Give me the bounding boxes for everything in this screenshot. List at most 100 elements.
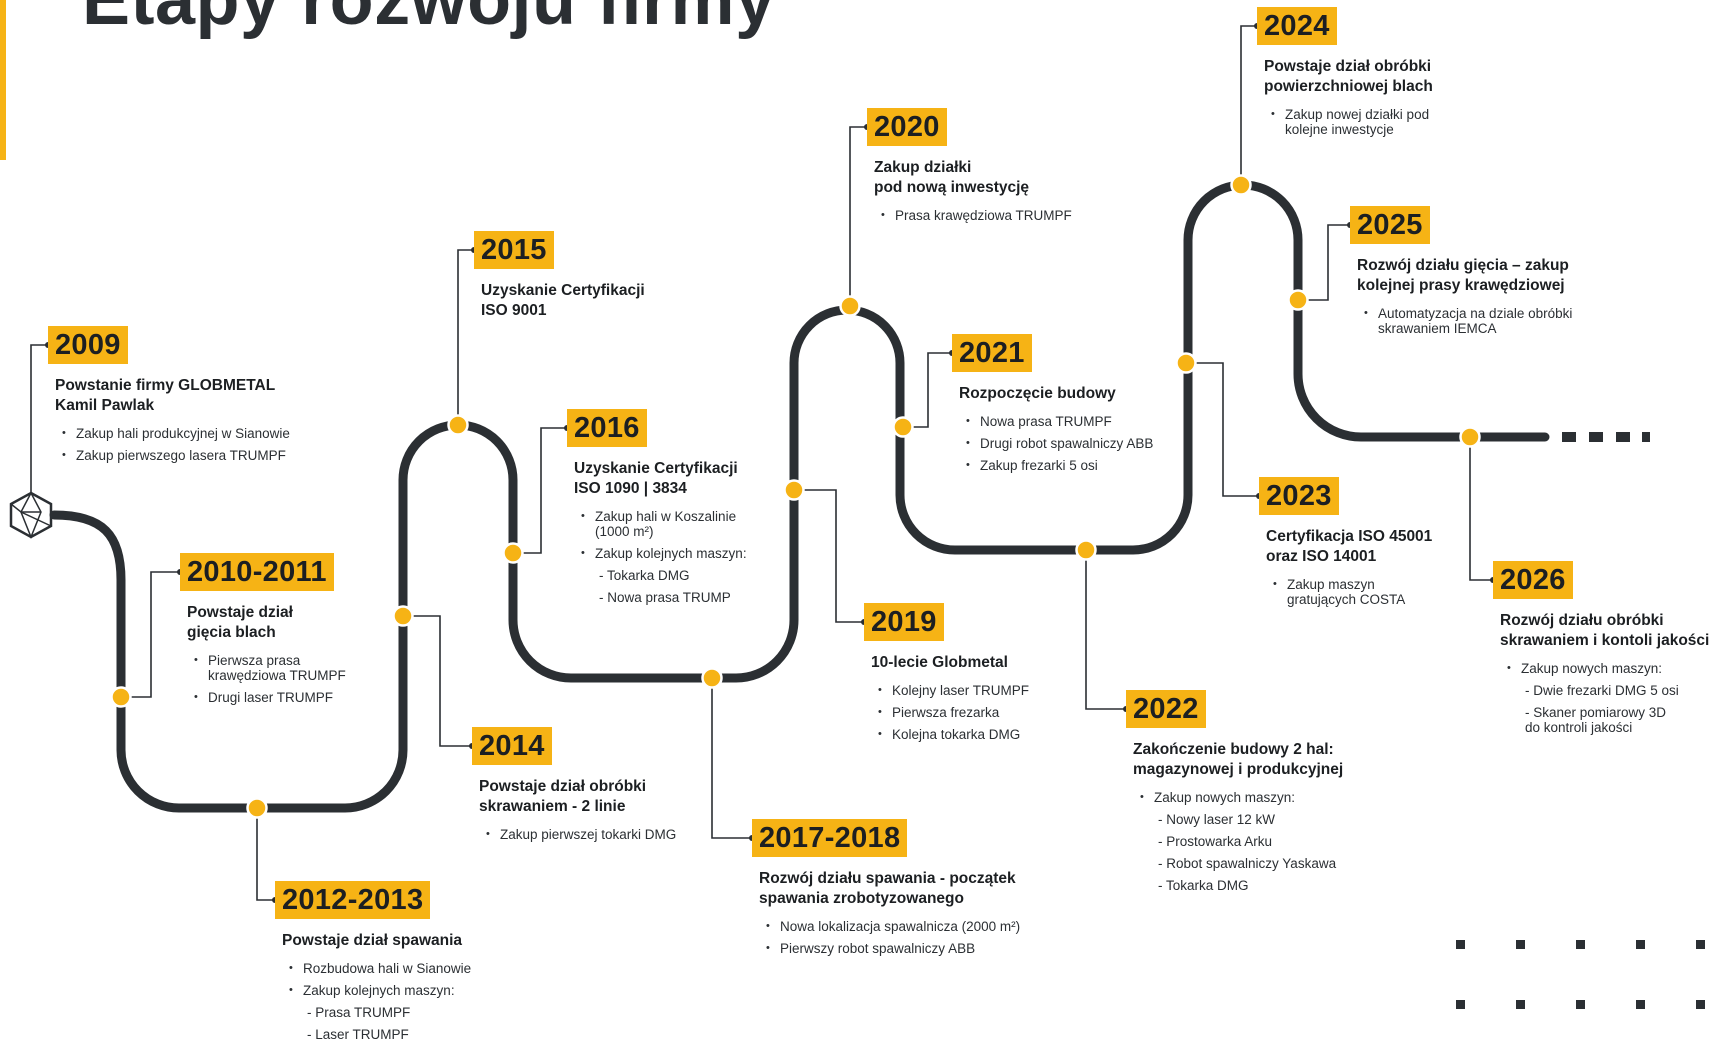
milestone-items: Zakup pierwszej tokarki DMG (472, 827, 872, 842)
milestone-item: Zakup maszyn gratujących COSTA (1273, 577, 1659, 607)
accent-bar (0, 0, 6, 160)
milestone-subitem: - Laser TRUMPF (307, 1027, 409, 1042)
milestone-items: Zakup hali produkcyjnej w SianowieZakup … (48, 426, 448, 463)
milestone-items: Nowa lokalizacja spawalnicza (2000 m²) Pi… (752, 919, 1152, 956)
milestone-item: Zakup kolejnych maszyn: (581, 546, 967, 561)
milestone-items: Prasa krawędziowa TRUMPF (867, 208, 1267, 223)
milestone-heading: Powstaje dział obróbki skrawaniem - 2 li… (479, 778, 647, 815)
milestone-heading: Powstaje dział obróbki powierzchniowej b… (1264, 58, 1433, 95)
milestone-subitem: - Prostowarka Arku (1158, 834, 1273, 849)
milestone-items: Kolejny laser TRUMPF Pierwsza frezarkaKol… (864, 683, 1264, 742)
decorative-dot-grid (1456, 940, 1718, 1010)
milestone-items: Pierwsza prasa krawędziowa TRUMPFDrugi l… (180, 653, 580, 705)
milestone-heading: Rozwój działu obróbki skrawaniem i konto… (1500, 612, 1710, 649)
milestone-subitem: - Robot spawalniczy Yaskawa (1158, 856, 1337, 871)
milestone-item: Rozbudowa hali w Sianowie (289, 961, 675, 976)
year-label: 2022 (1126, 690, 1206, 728)
milestone-item: Kolejna tokarka DMG (878, 727, 1264, 742)
marker-2016 (502, 542, 524, 564)
milestone-items: Zakup maszyn gratujących COSTA (1259, 577, 1659, 607)
year-label: 2015 (474, 231, 554, 269)
milestone-items: Automatyzacja na dziale obróbki skrawani… (1350, 306, 1718, 336)
milestone-item: Automatyzacja na dziale obróbki skrawani… (1364, 306, 1718, 336)
year-label: 2012-2013 (275, 881, 431, 919)
milestone-item: Kolejny laser TRUMPF (878, 683, 1264, 698)
marker-2017 (701, 667, 723, 689)
milestone-item: Zakup pierwszego lasera TRUMPF (62, 448, 448, 463)
year-label: 2019 (864, 603, 944, 641)
timeline-path (49, 180, 1550, 813)
milestone-items: Zakup nowej działki pod kolejne inwestyc… (1257, 107, 1657, 137)
year-label: 2023 (1259, 477, 1339, 515)
milestone-item: Pierwsza prasa krawędziowa TRUMPF (194, 653, 580, 683)
marker-2026 (1459, 426, 1481, 448)
milestone-subitem: - Skaner pomiarowy 3D do kontroli jakośc… (1525, 705, 1667, 735)
year-label: 2020 (867, 108, 947, 146)
milestone-markers (110, 174, 1481, 819)
milestone-heading: Certyfikacja ISO 45001 oraz ISO 14001 (1266, 528, 1433, 565)
marker-2023 (1175, 352, 1197, 374)
milestone-item: Pierwsza frezarka (878, 705, 1264, 720)
year-label: 2010-2011 (180, 553, 334, 591)
milestone-item: Zakup hali w Koszalinie (1000 m²) (581, 509, 967, 539)
milestone-item: Zakup kolejnych maszyn: (289, 983, 675, 998)
milestone-heading: Powstanie firmy GLOBMETAL Kamil Pawlak (55, 377, 276, 414)
milestone-subitem: - Dwie frezarki DMG 5 osi (1525, 683, 1679, 698)
milestone-heading: Rozwój działu spawania - początek spawan… (759, 870, 1016, 907)
milestone-subitem: - Nowa prasa TRUMP (599, 590, 731, 605)
milestone-heading: Zakup działki pod nową inwestycję (874, 159, 1030, 196)
milestone-subitem: - Tokarka DMG (599, 568, 690, 583)
milestone-heading: Uzyskanie Certyfikacji ISO 1090 | 3834 (574, 460, 738, 497)
milestone-items: Rozbudowa hali w SianowieZakup kolejnych… (275, 961, 675, 1042)
year-label: 2024 (1257, 7, 1337, 45)
milestone-heading: Uzyskanie Certyfikacji ISO 9001 (481, 282, 645, 319)
milestone-items: Zakup nowych maszyn: - Nowy laser 12 kW - … (1126, 790, 1526, 893)
timeline-ellipsis (1562, 432, 1650, 442)
year-label: 2026 (1493, 561, 1573, 599)
marker-2010 (110, 686, 132, 708)
milestone-item: Nowa prasa TRUMPF (966, 414, 1352, 429)
marker-2022 (1075, 539, 1097, 561)
globmetal-logo-icon (9, 491, 53, 540)
milestone-subitem: - Tokarka DMG (1158, 878, 1249, 893)
milestone-subitem: - Nowy laser 12 kW (1158, 812, 1276, 827)
milestone-item: Zakup hali produkcyjnej w Sianowie (62, 426, 448, 441)
marker-2012 (246, 797, 268, 819)
year-label: 2016 (567, 409, 647, 447)
milestone-items: Zakup hali w Koszalinie (1000 m²) Zakup k… (567, 509, 967, 605)
marker-2020 (839, 295, 861, 317)
page-title: Etapy rozwoju firmy (82, 0, 776, 40)
milestone-heading: Powstaje dział spawania (282, 932, 463, 949)
marker-2025 (1287, 289, 1309, 311)
milestone-heading: Powstaje dział gięcia blach (187, 604, 293, 641)
milestone-item: Zakup nowych maszyn: (1140, 790, 1526, 805)
marker-2019 (783, 479, 805, 501)
year-label: 2021 (952, 334, 1032, 372)
marker-2014 (392, 605, 414, 627)
marker-2021 (892, 416, 914, 438)
year-label: 2017-2018 (752, 819, 908, 857)
year-label: 2009 (48, 326, 128, 364)
milestone-item: Pierwszy robot spawalniczy ABB (766, 941, 1152, 956)
milestone-item: Zakup nowej działki pod kolejne inwestyc… (1271, 107, 1657, 137)
milestone-item: Nowa lokalizacja spawalnicza (2000 m²) (766, 919, 1152, 934)
milestone-heading: Rozpoczęcie budowy (959, 385, 1116, 402)
year-label: 2014 (472, 727, 552, 765)
milestone-subitem: - Prasa TRUMPF (307, 1005, 411, 1020)
milestone-heading: Zakończenie budowy 2 hal: magazynowej i … (1133, 741, 1344, 778)
milestone-items: Nowa prasa TRUMPF Drugi robot spawalniczy… (952, 414, 1352, 473)
milestone-item: Drugi robot spawalniczy ABB (966, 436, 1352, 451)
